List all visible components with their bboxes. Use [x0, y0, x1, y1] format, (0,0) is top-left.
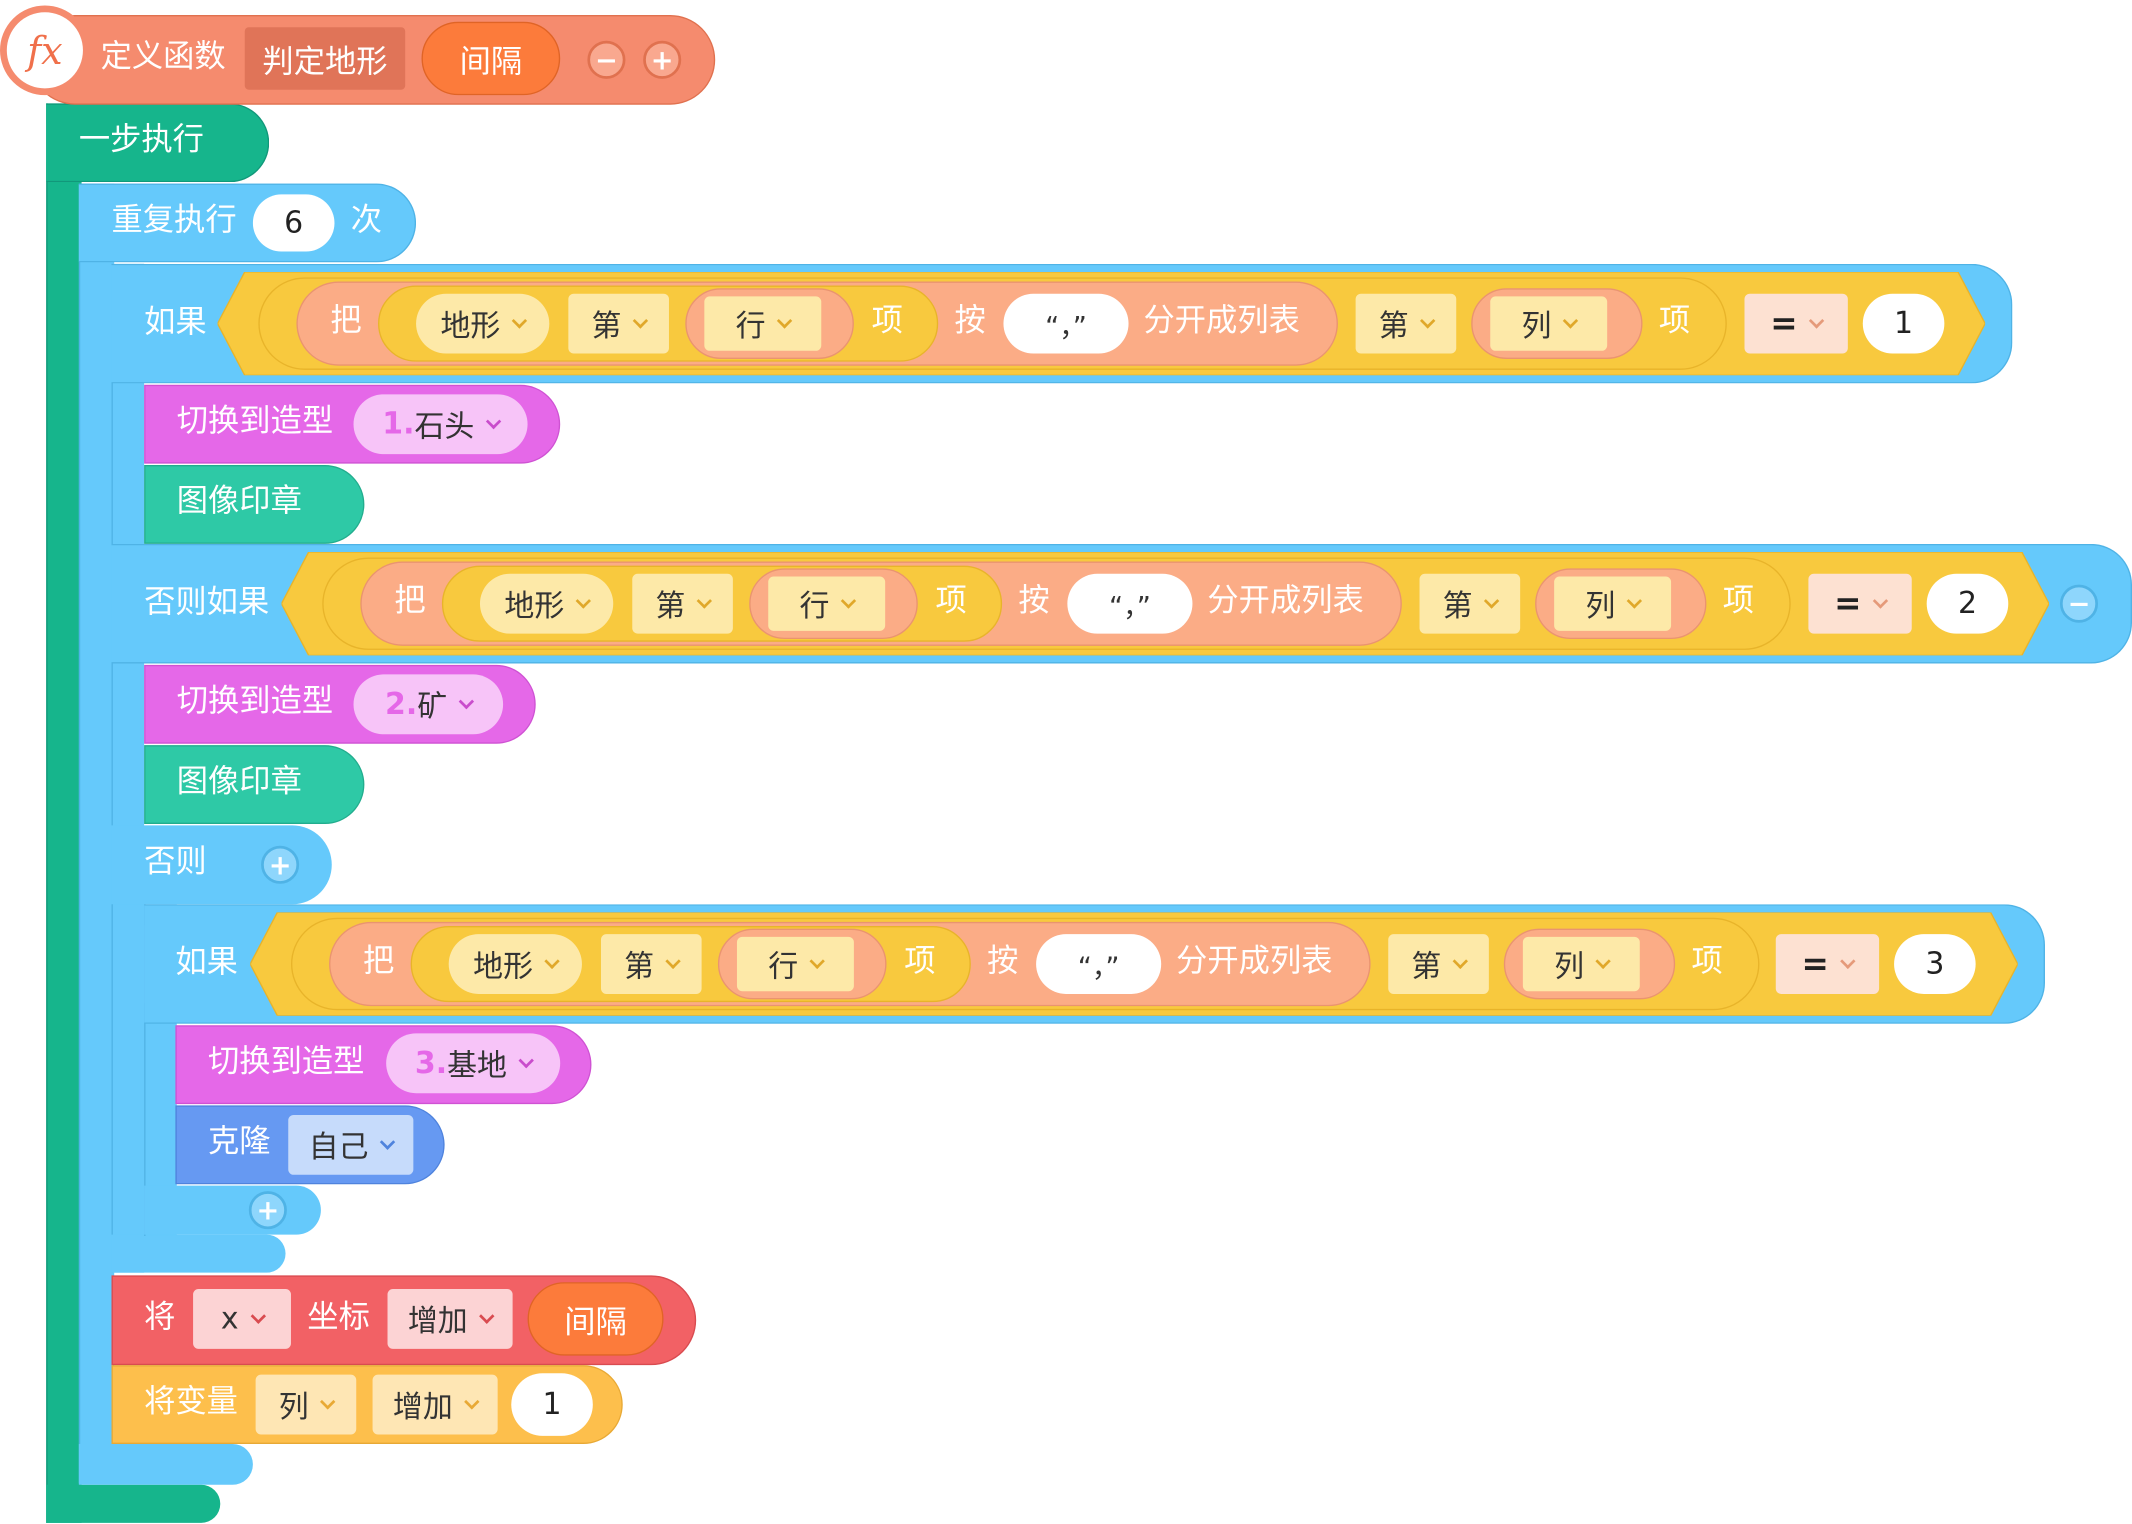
xiang-label-b: 项	[1691, 943, 1723, 979]
list-var-dropdown[interactable]: 地形	[448, 934, 582, 994]
switch-costume-label: 切换到造型	[176, 403, 334, 440]
switch-costume-label: 切换到造型	[208, 1044, 365, 1080]
split-label: 分开成列表	[1176, 943, 1333, 979]
fx-icon: fx	[0, 5, 90, 96]
step-block-arm	[46, 103, 82, 1523]
else-keyword: 否则	[144, 844, 207, 880]
clone-label: 克隆	[208, 1124, 271, 1160]
repeat-count-input[interactable]: 6	[252, 194, 335, 252]
index-dropdown-a[interactable]: 第	[568, 293, 669, 354]
if-block-footer	[111, 1234, 286, 1273]
repeat-suffix: 次	[350, 202, 383, 238]
step-block-footer	[46, 1484, 221, 1523]
row-var-dropdown[interactable]: 行	[704, 296, 822, 351]
an-label: 按	[1018, 583, 1050, 619]
repeat-block-header[interactable]	[78, 183, 417, 263]
function-name-input[interactable]: 判定地形	[244, 27, 406, 90]
separator-input[interactable]: “，”	[1003, 293, 1129, 354]
index-dropdown-b[interactable]: 第	[1419, 573, 1521, 634]
operator-dropdown[interactable]: =	[1775, 934, 1880, 994]
separator-input[interactable]: “，”	[1067, 573, 1193, 634]
clone-target-dropdown[interactable]: 自己	[288, 1114, 414, 1175]
xiang-label-a: 项	[935, 583, 967, 619]
ba-label: 把	[330, 303, 362, 339]
compare-value-input[interactable]: 3	[1894, 934, 1976, 994]
change-variable-label: 将变量	[144, 1384, 238, 1420]
define-label: 定义函数	[100, 39, 226, 75]
ba-label: 把	[363, 943, 395, 979]
compare-value-input[interactable]: 1	[1862, 293, 1945, 354]
xiang-label-b: 项	[1722, 583, 1755, 619]
stamp-block[interactable]	[144, 745, 365, 824]
if-block-arm	[111, 263, 145, 1273]
list-var-dropdown[interactable]: 地形	[479, 573, 614, 634]
stamp-block[interactable]	[144, 465, 365, 544]
list-var-dropdown[interactable]: 地形	[416, 293, 550, 354]
col-var-dropdown[interactable]: 列	[1490, 296, 1608, 351]
repeat-label: 重复执行	[111, 202, 237, 238]
coord-label: 坐标	[307, 1299, 370, 1336]
else-if-keyword: 否则如果	[144, 584, 270, 621]
step-block-label: 一步执行	[78, 122, 204, 158]
variable-dropdown[interactable]: 列	[255, 1374, 357, 1435]
param-reporter[interactable]: 间隔	[421, 21, 561, 96]
stamp-label: 图像印章	[176, 764, 302, 800]
repeat-block-footer	[78, 1444, 253, 1485]
an-label: 按	[987, 943, 1019, 979]
compare-value-input[interactable]: 2	[1926, 573, 2009, 634]
inner-if-footer	[144, 1185, 321, 1235]
coord-op-dropdown[interactable]: 增加	[387, 1288, 513, 1349]
ba-label: 把	[394, 583, 426, 619]
repeat-block-arm	[78, 183, 115, 1484]
param-reporter[interactable]: 间隔	[527, 1282, 664, 1356]
an-label: 按	[954, 303, 986, 339]
switch-costume-label: 切换到造型	[176, 683, 334, 720]
separator-input[interactable]: “，”	[1036, 934, 1162, 994]
costume-dropdown[interactable]: 3.基地	[386, 1033, 561, 1094]
axis-dropdown[interactable]: x	[193, 1288, 291, 1349]
add-param-button[interactable]: +	[643, 40, 682, 79]
split-label: 分开成列表	[1207, 583, 1364, 619]
inner-add-branch-button[interactable]: +	[248, 1191, 287, 1230]
index-dropdown-a[interactable]: 第	[600, 934, 702, 994]
col-var-dropdown[interactable]: 列	[1522, 936, 1640, 992]
operator-dropdown[interactable]: =	[1744, 293, 1848, 354]
xiang-label-a: 项	[904, 943, 936, 979]
add-branch-button[interactable]: +	[261, 845, 300, 884]
row-var-dropdown[interactable]: 行	[736, 936, 854, 992]
variable-op-dropdown[interactable]: 增加	[372, 1374, 498, 1435]
row-var-dropdown[interactable]: 行	[768, 576, 886, 631]
col-var-dropdown[interactable]: 列	[1554, 576, 1672, 631]
if-keyword: 如果	[144, 304, 207, 340]
split-label: 分开成列表	[1143, 303, 1300, 339]
index-dropdown-a[interactable]: 第	[632, 573, 733, 634]
variable-amount-input[interactable]: 1	[511, 1373, 593, 1436]
costume-dropdown[interactable]: 2.矿	[353, 674, 504, 735]
xiang-label-a: 项	[871, 303, 903, 339]
xiang-label-b: 项	[1658, 303, 1691, 339]
remove-branch-button[interactable]: −	[2059, 584, 2099, 623]
if-keyword: 如果	[175, 944, 238, 981]
costume-dropdown[interactable]: 1.石头	[353, 394, 528, 455]
remove-param-button[interactable]: −	[587, 40, 626, 79]
stamp-label: 图像印章	[176, 484, 302, 520]
operator-dropdown[interactable]: =	[1808, 573, 1912, 634]
index-dropdown-b[interactable]: 第	[1355, 293, 1457, 354]
jiang-label: 将	[144, 1299, 176, 1336]
index-dropdown-b[interactable]: 第	[1388, 934, 1489, 994]
